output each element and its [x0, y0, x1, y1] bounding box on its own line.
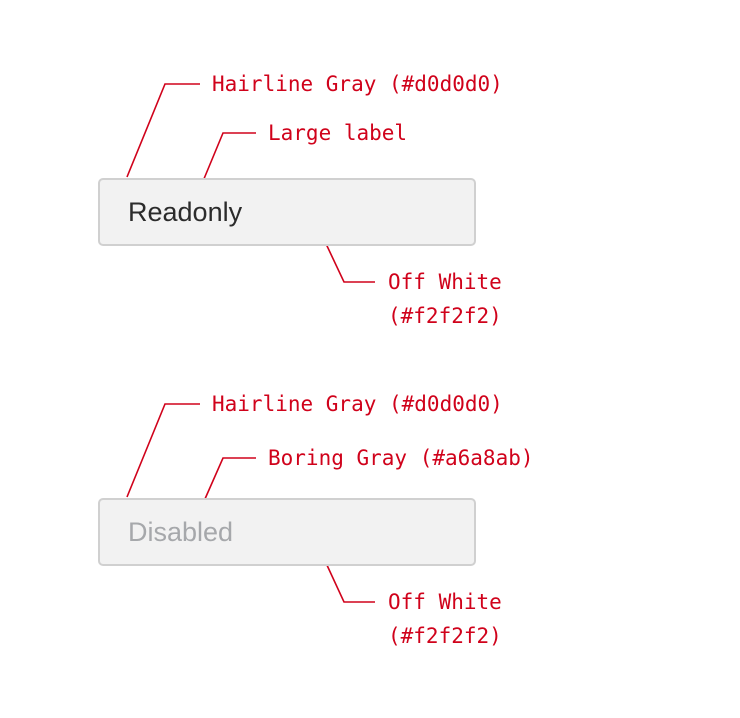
leader-disabled-label [200, 457, 256, 509]
leader-readonly-background [319, 230, 375, 283]
disabled-field-text: Disabled [128, 516, 234, 547]
readonly-border-note: Hairline Gray (#d0d0d0) [212, 72, 503, 96]
disabled-background-note-line1: Off White [388, 590, 502, 614]
disabled-label-note: Boring Gray (#a6a8ab) [268, 446, 534, 470]
leader-readonly-label [200, 132, 256, 187]
readonly-background-note: Off White (#f2f2f2) [388, 265, 502, 333]
leader-disabled-background [319, 549, 375, 603]
disabled-background-note: Off White (#f2f2f2) [388, 585, 502, 653]
readonly-background-note-line1: Off White [388, 270, 502, 294]
disabled-background-note-line2: (#f2f2f2) [388, 624, 502, 648]
readonly-label-note: Large label [268, 121, 408, 145]
leader-disabled-border [126, 403, 200, 498]
disabled-border-note: Hairline Gray (#d0d0d0) [212, 392, 503, 416]
readonly-background-note-line2: (#f2f2f2) [388, 304, 502, 328]
readonly-field: Readonly [98, 178, 476, 246]
disabled-field: Disabled [98, 498, 476, 566]
readonly-field-text: Readonly [128, 196, 243, 227]
leader-readonly-border [126, 83, 200, 178]
